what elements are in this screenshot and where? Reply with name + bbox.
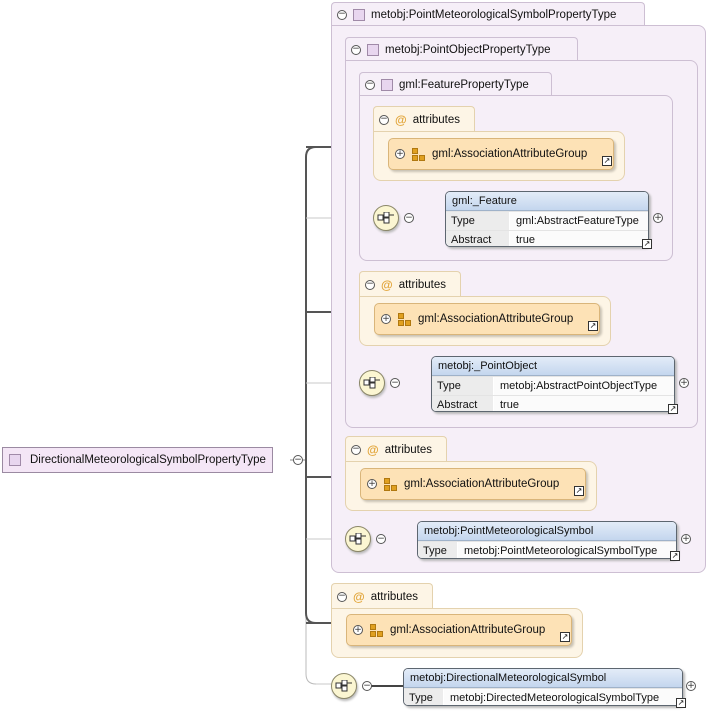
attributes-label: attributes: [412, 113, 461, 126]
at-icon: @: [381, 277, 393, 292]
attributes-tab-4[interactable]: − @ attributes: [331, 583, 433, 609]
complex-type-icon: [367, 43, 379, 56]
complex-type-icon: [9, 454, 21, 466]
mid-type-tab[interactable]: − metobj:PointObjectPropertyType: [345, 37, 578, 61]
reference-arrow-icon[interactable]: ↗: [560, 632, 570, 642]
expand-icon[interactable]: +: [653, 212, 663, 223]
element-name: metobj:_PointObject: [432, 357, 674, 376]
outer-type-tab[interactable]: − metobj:PointMeteorologicalSymbolProper…: [331, 2, 645, 26]
type-value: gml:AbstractFeatureType: [516, 215, 639, 227]
expand-icon[interactable]: +: [681, 533, 691, 544]
sequence-icon[interactable]: [331, 673, 357, 699]
expand-icon[interactable]: +: [353, 624, 363, 635]
at-icon: @: [353, 589, 365, 604]
type-key: Type: [446, 212, 510, 230]
abstract-key: Abstract: [446, 231, 510, 246]
type-key: Type: [404, 689, 444, 705]
type-value: metobj:AbstractPointObjectType: [500, 380, 658, 392]
attributes-label: attributes: [384, 443, 433, 456]
reference-arrow-icon[interactable]: ↗: [676, 698, 686, 708]
sequence-icon[interactable]: [359, 370, 385, 396]
collapse-icon[interactable]: −: [404, 212, 414, 223]
attribute-group-icon: [384, 477, 397, 491]
inner-type-tab[interactable]: − gml:FeaturePropertyType: [359, 72, 552, 96]
abstract-value: true: [516, 234, 535, 246]
reference-arrow-icon[interactable]: ↗: [588, 321, 598, 331]
reference-arrow-icon[interactable]: ↗: [574, 486, 584, 496]
type-value: metobj:PointMeteorologicalSymbolType: [464, 545, 658, 557]
at-icon: @: [395, 112, 407, 127]
expand-icon[interactable]: +: [679, 377, 689, 388]
collapse-icon[interactable]: −: [390, 377, 400, 388]
element-name: gml:_Feature: [446, 192, 648, 211]
attribute-group-box[interactable]: + gml:AssociationAttributeGroup: [346, 614, 572, 646]
reference-arrow-icon[interactable]: ↗: [668, 404, 678, 414]
reference-arrow-icon[interactable]: ↗: [602, 156, 612, 166]
attributes-label: attributes: [398, 278, 447, 291]
at-icon: @: [367, 442, 379, 457]
attributes-label: attributes: [370, 590, 419, 603]
type-key: Type: [418, 542, 458, 558]
attribute-group-icon: [370, 623, 383, 637]
collapse-icon[interactable]: −: [365, 79, 375, 90]
inner-type-label: gml:FeaturePropertyType: [399, 78, 529, 91]
outer-type-label: metobj:PointMeteorologicalSymbolProperty…: [371, 8, 617, 21]
expand-icon[interactable]: +: [395, 148, 405, 159]
attributes-tab-1[interactable]: − @ attributes: [373, 106, 475, 132]
type-key: Type: [432, 377, 494, 395]
reference-arrow-icon[interactable]: ↗: [670, 551, 680, 561]
attributes-tab-2[interactable]: − @ attributes: [359, 271, 461, 297]
element-directional-meteorological-symbol[interactable]: metobj:DirectionalMeteorologicalSymbol T…: [403, 668, 683, 706]
attribute-group-label: gml:AssociationAttributeGroup: [418, 313, 574, 325]
type-value: metobj:DirectedMeteorologicalSymbolType: [450, 692, 660, 704]
abstract-value: true: [500, 399, 519, 411]
attribute-group-box[interactable]: + gml:AssociationAttributeGroup: [360, 468, 586, 500]
collapse-icon[interactable]: −: [351, 44, 361, 55]
complex-type-icon: [353, 8, 365, 21]
attribute-group-label: gml:AssociationAttributeGroup: [432, 148, 588, 160]
collapse-icon[interactable]: −: [365, 279, 375, 290]
collapse-icon[interactable]: −: [379, 114, 389, 125]
collapse-icon[interactable]: −: [376, 533, 386, 544]
collapse-icon[interactable]: −: [351, 444, 361, 455]
attribute-group-box[interactable]: + gml:AssociationAttributeGroup: [374, 303, 600, 335]
root-type-label: DirectionalMeteorologicalSymbolPropertyT…: [30, 454, 266, 466]
complex-type-icon: [381, 78, 393, 91]
root-collapse-icon[interactable]: −: [293, 454, 303, 465]
expand-icon[interactable]: +: [381, 313, 391, 324]
attributes-tab-3[interactable]: − @ attributes: [345, 436, 447, 462]
attribute-group-icon: [412, 147, 425, 161]
collapse-icon[interactable]: −: [362, 680, 372, 691]
expand-icon[interactable]: +: [686, 680, 696, 691]
collapse-icon[interactable]: −: [337, 9, 347, 20]
attribute-group-icon: [398, 312, 411, 326]
sequence-icon[interactable]: [345, 526, 371, 552]
mid-type-label: metobj:PointObjectPropertyType: [385, 43, 551, 56]
sequence-icon[interactable]: [373, 205, 399, 231]
abstract-key: Abstract: [432, 396, 494, 411]
element-name: metobj:DirectionalMeteorologicalSymbol: [404, 669, 682, 688]
element-feature[interactable]: gml:_Feature Type gml:AbstractFeatureType…: [445, 191, 649, 247]
expand-icon[interactable]: +: [367, 478, 377, 489]
attribute-group-label: gml:AssociationAttributeGroup: [404, 478, 560, 490]
collapse-icon[interactable]: −: [337, 591, 347, 602]
element-point-object[interactable]: metobj:_PointObject Type metobj:AbstractP…: [431, 356, 675, 412]
root-complex-type[interactable]: DirectionalMeteorologicalSymbolPropertyT…: [2, 447, 273, 473]
attribute-group-label: gml:AssociationAttributeGroup: [390, 624, 546, 636]
attribute-group-box[interactable]: + gml:AssociationAttributeGroup: [388, 138, 614, 170]
reference-arrow-icon[interactable]: ↗: [642, 239, 652, 249]
element-name: metobj:PointMeteorologicalSymbol: [418, 522, 676, 541]
